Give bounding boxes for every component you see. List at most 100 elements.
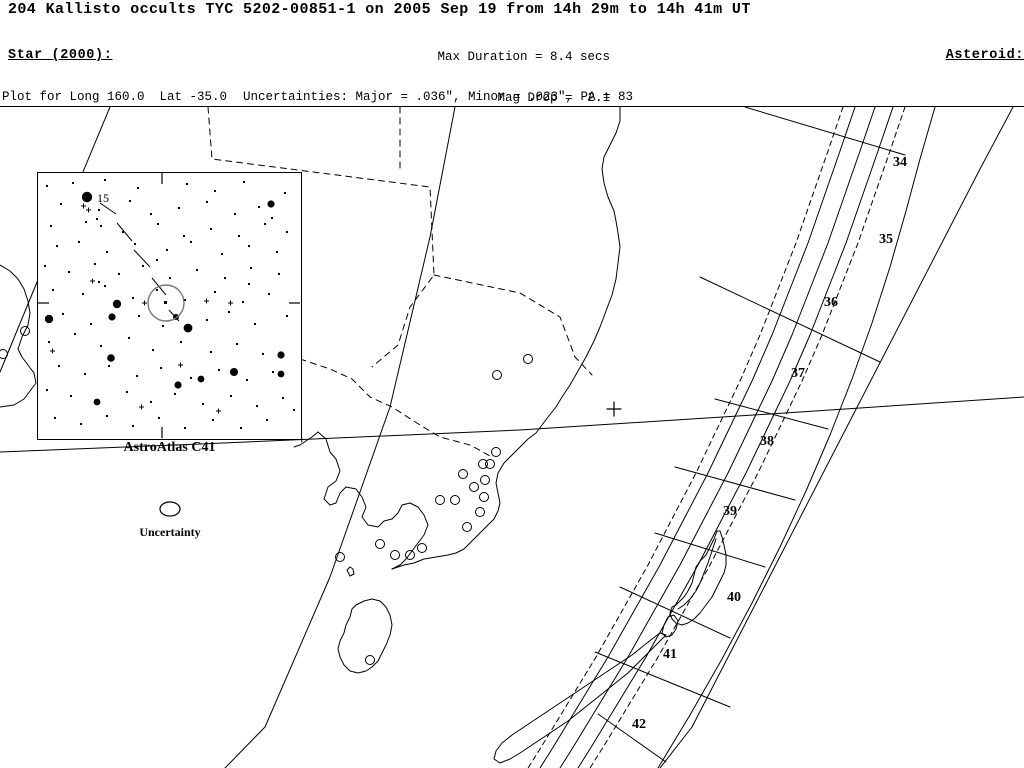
star-chart-background [38, 173, 300, 438]
star-dot [81, 191, 93, 203]
star-dot [44, 314, 54, 324]
track-north-limit [577, 107, 894, 768]
coastline-east-australia-north [601, 107, 621, 212]
coastline-southeast-australia [317, 431, 429, 570]
nz-north-island-detail [677, 538, 717, 610]
city-marker [469, 482, 479, 492]
city-marker [458, 469, 468, 479]
uncertainty-ellipse-icon [159, 501, 181, 517]
track-time-label-38: 38 [760, 434, 774, 449]
asteroid-heading: Asteroid: [945, 48, 1024, 64]
star-heading: Star (2000): [8, 48, 113, 64]
star-dot [108, 313, 116, 321]
city-markers [0, 326, 533, 665]
city-marker [492, 370, 502, 380]
coastline-east-australia [497, 210, 621, 474]
city-marker [0, 349, 8, 359]
city-marker [365, 655, 375, 665]
asteroid-path-seg [99, 202, 117, 215]
terminator-line [224, 107, 456, 768]
track-outer-limit-east [659, 107, 1014, 768]
star-chart-inset [37, 172, 302, 440]
coastline-sa-segment [293, 431, 319, 448]
track-time-label-42: 42 [632, 717, 646, 732]
star-dot [277, 370, 285, 378]
star-dot [183, 323, 193, 333]
time-tick-38 [654, 532, 766, 568]
boundary-nsw-qld [207, 107, 435, 368]
time-tick-35 [699, 276, 881, 363]
time-tick-37 [674, 466, 796, 501]
city-marker [478, 459, 488, 469]
uncertainty-parameters: Uncertainties: Major = .036", Minor = .0… [243, 90, 634, 104]
star-chart-svg [38, 173, 300, 438]
star-dot [277, 351, 285, 359]
coastline-tasmania [337, 598, 393, 674]
header-panel: 204 Kallisto occults TYC 5202-00851-1 on… [0, 0, 1024, 299]
city-marker [450, 495, 460, 505]
target-star-dot [164, 301, 167, 304]
track-time-label-34: 34 [893, 155, 907, 170]
uncertainty-legend: Uncertainty [138, 500, 202, 540]
city-marker [523, 354, 533, 364]
graticule-line-west [0, 107, 111, 373]
track-time-label-39: 39 [723, 504, 737, 519]
time-tick-39 [619, 586, 731, 639]
time-tick-36 [714, 398, 829, 430]
city-marker [480, 475, 490, 485]
faint-star-field [44, 179, 295, 429]
max-duration: Max Duration = 8.4 secs [437, 50, 610, 65]
track-time-label-36: 36 [824, 295, 838, 310]
star-dot [174, 381, 182, 389]
track-uncertainty-north [589, 107, 906, 768]
track-centre-line [559, 107, 876, 768]
coastline-nz-north-island [669, 530, 727, 626]
city-marker [435, 495, 445, 505]
city-marker [390, 550, 400, 560]
star-chart-caption: AstroAtlas C41 [123, 440, 216, 455]
track-uncertainty-south [527, 107, 844, 768]
plot-center-coordinates: Plot for Long 160.0 Lat -35.0 [2, 90, 228, 104]
time-tick-34 [744, 107, 906, 156]
chart-edge-ticks [38, 173, 300, 438]
track-time-label-41: 41 [663, 647, 677, 662]
star-dot [230, 368, 238, 376]
track-time-ticks [594, 107, 906, 763]
city-marker [375, 539, 385, 549]
mag-drop: Mag Drop = 2.1 [497, 90, 610, 105]
plot-center-cross-icon [606, 401, 622, 417]
uncertainty-legend-label: Uncertainty [139, 525, 201, 539]
star-dot [112, 299, 122, 309]
plus-stars [50, 203, 233, 414]
track-outer-limit-west [657, 107, 936, 768]
track-time-label-40: 40 [727, 590, 741, 605]
nz-cook-strait-detail [661, 614, 679, 638]
star-dot [197, 375, 205, 383]
star-chart-star-label: 15 [97, 191, 109, 205]
city-marker [405, 550, 415, 560]
city-marker [20, 326, 30, 336]
coastline-west-australia [0, 264, 31, 350]
track-time-label-37: 37 [791, 366, 805, 381]
city-marker [475, 507, 485, 517]
time-tick-40 [594, 651, 731, 708]
track-time-label-35: 35 [879, 232, 893, 247]
boundary-east [433, 274, 593, 376]
page-title: 204 Kallisto occults TYC 5202-00851-1 on… [8, 1, 751, 18]
coastline-nz-south-island [493, 632, 667, 764]
star-dot [93, 398, 101, 406]
coastline-sa-west [0, 348, 37, 408]
city-marker [335, 552, 345, 562]
asteroid-path-seg [116, 222, 133, 242]
target-star-circle [147, 284, 185, 322]
header-divider [0, 106, 1024, 107]
city-marker [485, 459, 495, 469]
city-marker [479, 492, 489, 502]
island-bass-strait [346, 566, 355, 577]
boundary-vic-nsw [299, 358, 493, 458]
coastline-victoria-south [391, 472, 501, 570]
city-marker [491, 447, 501, 457]
graticule-line-lat [0, 396, 1024, 453]
star-dot [267, 200, 275, 208]
